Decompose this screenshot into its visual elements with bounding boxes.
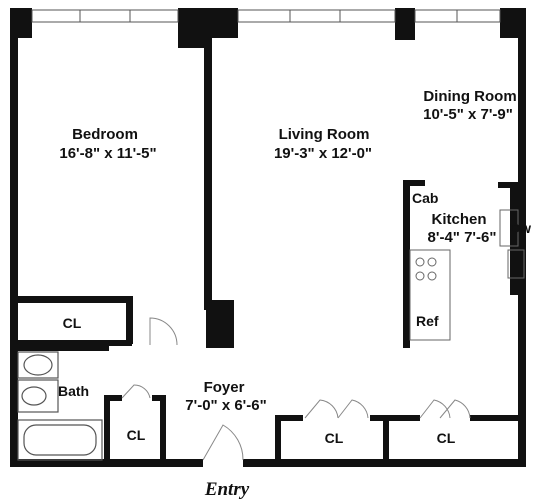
dining-room-dimensions: 10'-5" x 7'-9": [423, 106, 513, 123]
hall-closet-label-right: CL: [436, 430, 456, 446]
living-room-dimensions: 19'-3" x 12'-0": [273, 145, 373, 162]
bedroom-name: Bedroom: [72, 126, 138, 143]
kitchen-dimensions: 8'-4" 7'-6": [427, 229, 497, 246]
foyer-name: Foyer: [203, 379, 245, 396]
bedroom-dimensions: 16'-8" x 11'-5": [59, 145, 157, 162]
cabinet-label: Cab: [412, 190, 439, 206]
living-room-name: Living Room: [278, 126, 370, 143]
hall-closet-label-left: CL: [324, 430, 344, 446]
bath-fixtures: [17, 351, 103, 461]
entry-label: Entry: [204, 479, 250, 500]
windows: [31, 9, 501, 23]
bedroom-closet-label: CL: [62, 315, 82, 331]
door-swings: [121, 317, 471, 461]
kitchen-fixtures: [409, 209, 525, 341]
foyer-closet-label: CL: [126, 427, 146, 443]
dining-room-name: Dining Room: [423, 88, 517, 105]
refrigerator-label: Ref: [416, 313, 439, 329]
kitchen-name: Kitchen: [431, 211, 487, 228]
bath-name: Bath: [58, 383, 90, 399]
interior-walls: [14, 35, 524, 465]
foyer-dimensions: 7'-0" x 6'-6": [185, 397, 267, 414]
dishwasher-label: Dw: [510, 220, 531, 236]
